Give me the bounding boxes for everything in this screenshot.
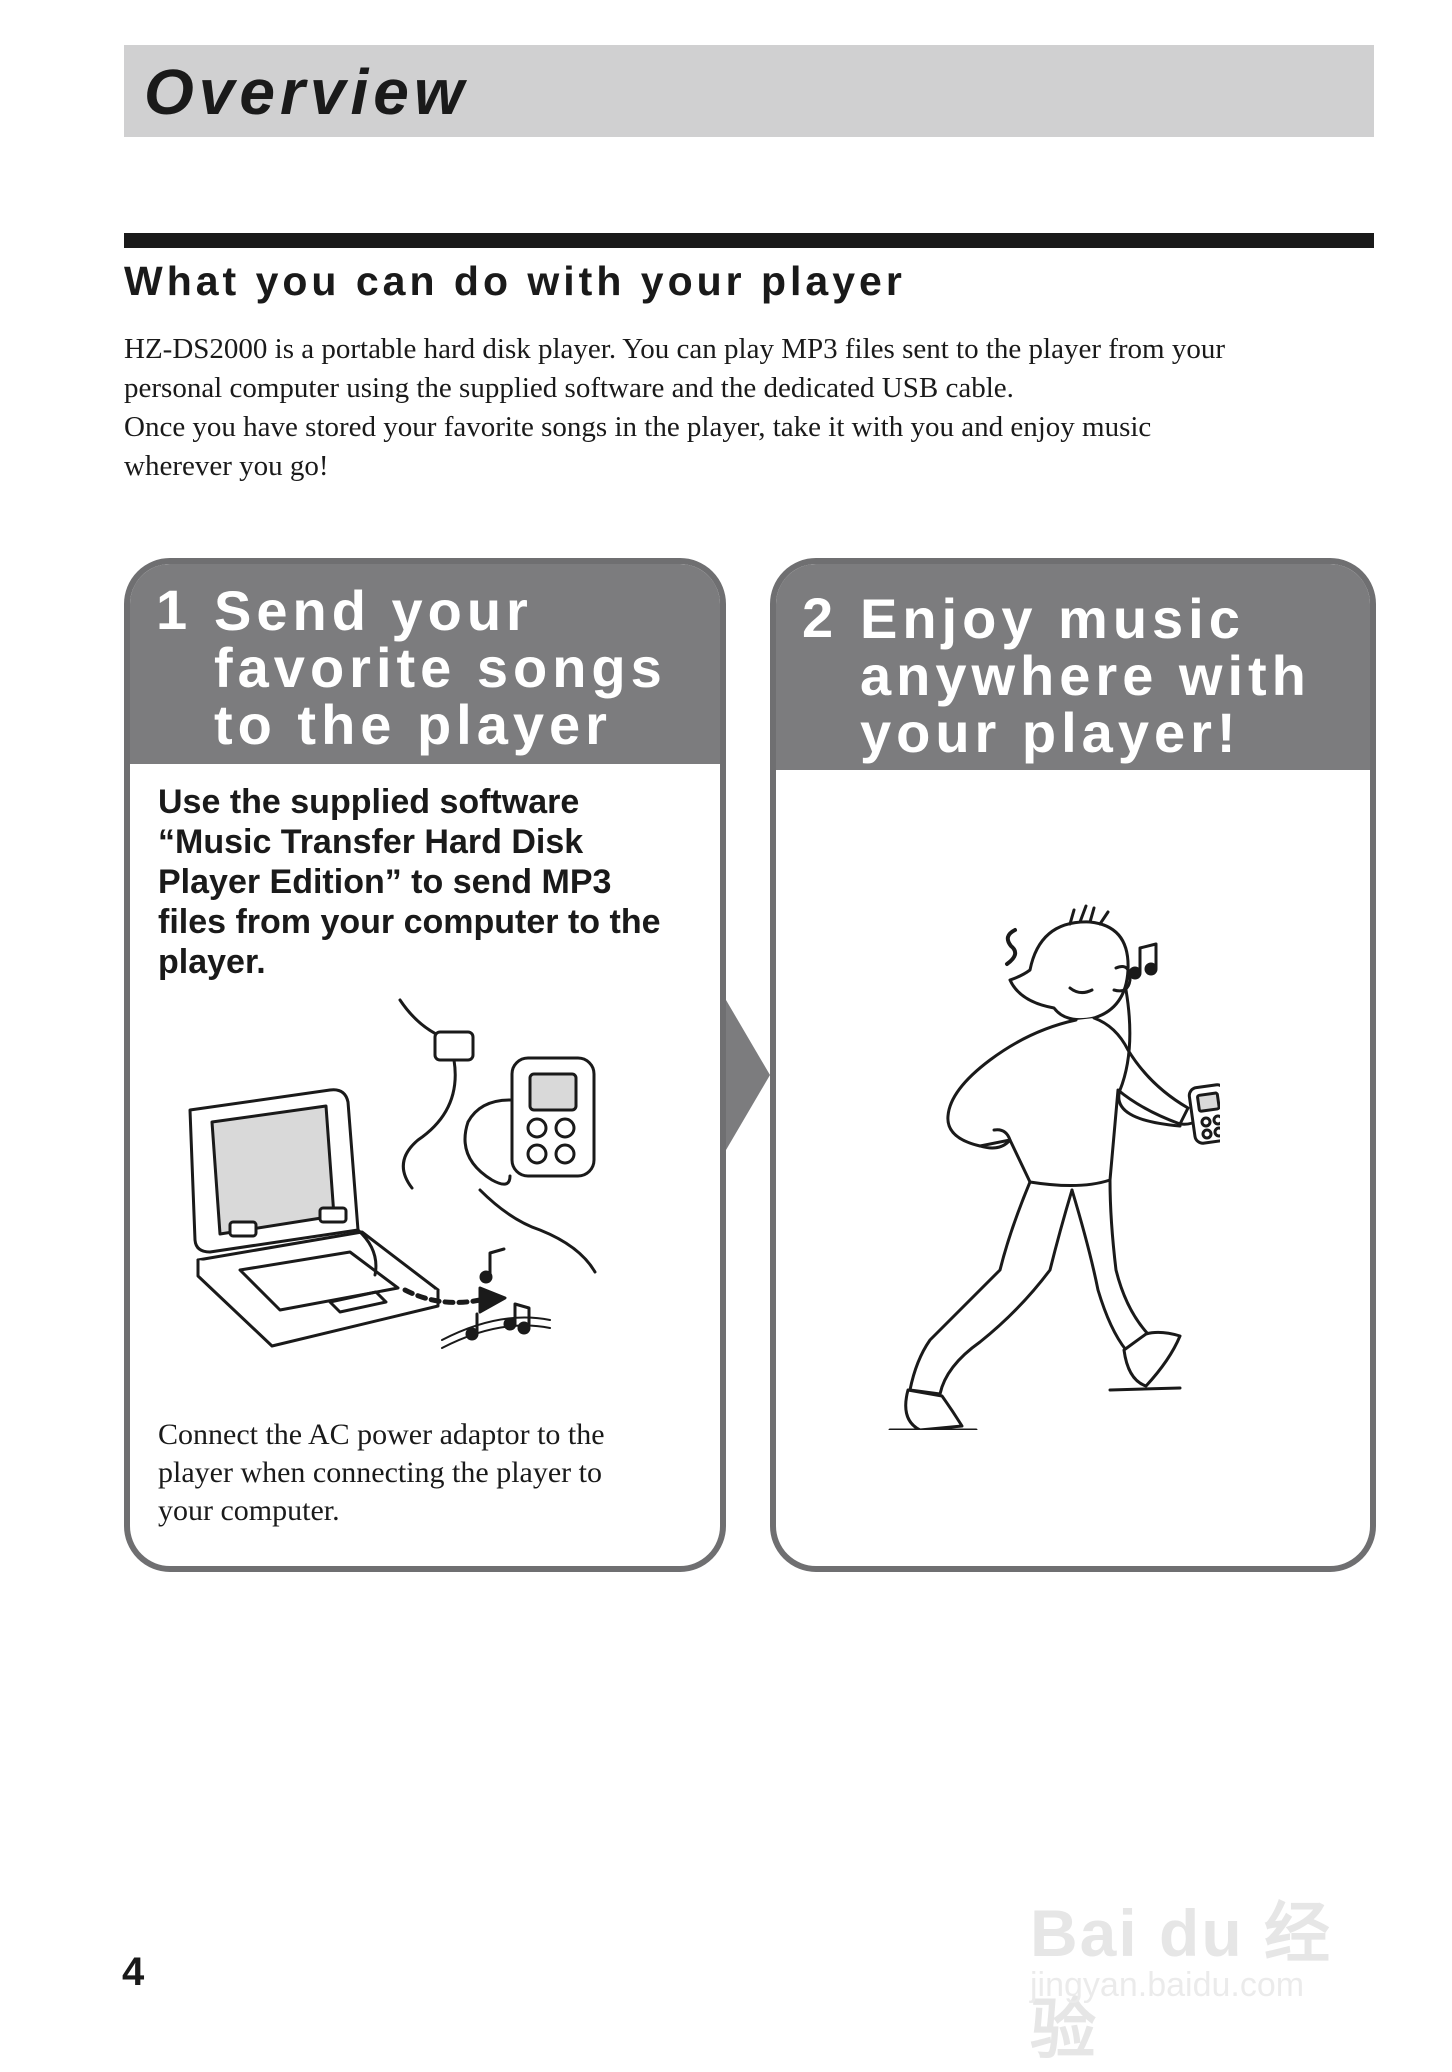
step-1-panel: 1 Send your favorite songs to the player… bbox=[124, 558, 726, 1572]
step-2-title: Enjoy music anywhere with your player! bbox=[860, 590, 1311, 761]
overview-banner: Overview bbox=[124, 45, 1374, 137]
intro-line: Once you have stored your favorite songs… bbox=[124, 411, 1152, 443]
step-1-header: 1 Send your favorite songs to the player bbox=[130, 564, 720, 764]
step-1-description-line: “Music Transfer Hard Disk bbox=[158, 823, 584, 861]
intro-paragraph: HZ-DS2000 is a portable hard disk player… bbox=[124, 330, 1384, 486]
step-1-note: Connect the AC power adaptor to the play… bbox=[158, 1416, 698, 1530]
step-2-title-line: Enjoy music bbox=[860, 587, 1245, 650]
step-1-description: Use the supplied software “Music Transfe… bbox=[158, 782, 718, 982]
intro-line: HZ-DS2000 is a portable hard disk player… bbox=[124, 333, 1226, 365]
step-1-note-line: player when connecting the player to bbox=[158, 1456, 602, 1489]
step-1-title-line: favorite songs bbox=[214, 636, 667, 699]
step-2-number: 2 bbox=[802, 586, 838, 649]
section-rule bbox=[124, 233, 1374, 248]
step-2-title-line: anywhere with bbox=[860, 644, 1311, 707]
step-1-description-line: Player Edition” to send MP3 bbox=[158, 863, 612, 901]
page-title: Overview bbox=[144, 56, 469, 128]
section-heading: What you can do with your player bbox=[124, 258, 906, 304]
step-1-title-line: to the player bbox=[214, 693, 612, 756]
step-2-header: 2 Enjoy music anywhere with your player! bbox=[776, 564, 1370, 770]
step-1-description-line: files from your computer to the bbox=[158, 903, 661, 941]
baidu-watermark: Bai du 经验 jingyan.baidu.com bbox=[1030, 1840, 1370, 2066]
step-1-note-line: Connect the AC power adaptor to the bbox=[158, 1418, 605, 1451]
step-1-title-line: Send your bbox=[214, 579, 533, 642]
intro-line: personal computer using the supplied sof… bbox=[124, 372, 1014, 404]
step-1-description-line: Use the supplied software bbox=[158, 783, 580, 821]
step-arrow-icon bbox=[726, 1000, 770, 1150]
watermark-brand: Bai du 经验 bbox=[1030, 1896, 1333, 2066]
step-1-title: Send your favorite songs to the player bbox=[214, 582, 667, 753]
walking-listener-illustration bbox=[888, 904, 1220, 1430]
step-1-note-line: your computer. bbox=[158, 1494, 340, 1527]
step-1-description-line: player. bbox=[158, 943, 266, 981]
watermark-url: jingyan.baidu.com bbox=[1030, 1966, 1305, 2004]
laptop-player-connection-illustration bbox=[188, 998, 597, 1349]
page-number: 4 bbox=[122, 1950, 145, 1994]
step-2-title-line: your player! bbox=[860, 701, 1241, 764]
intro-line: wherever you go! bbox=[124, 450, 329, 482]
step-1-number: 1 bbox=[156, 578, 192, 641]
